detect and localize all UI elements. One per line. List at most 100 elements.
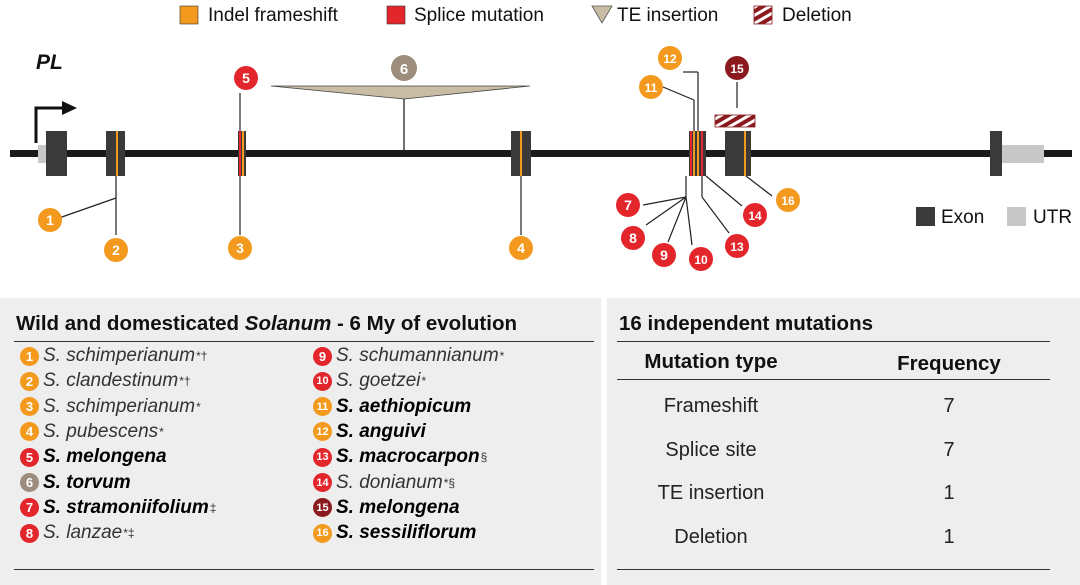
species-name: S. schimperianum bbox=[43, 345, 196, 366]
summary-panel-title: 16 independent mutations bbox=[619, 312, 873, 335]
summary-header-rule bbox=[617, 379, 1050, 380]
legend-deletion-swatch bbox=[753, 5, 773, 25]
species-name: S. macrocarpon bbox=[336, 446, 480, 468]
legend-utr-label: UTR bbox=[1033, 207, 1072, 228]
legend-exon-swatch bbox=[916, 207, 935, 226]
mutation-marker-10: 10 bbox=[689, 247, 713, 271]
species-number-badge: 5 bbox=[20, 447, 39, 467]
species-panel-title: Wild and domesticated Solanum - 6 My of … bbox=[16, 312, 517, 335]
table-row-te-freq: 1 bbox=[943, 482, 955, 504]
svg-text:2: 2 bbox=[112, 242, 120, 258]
species-name: S. melongena bbox=[43, 446, 167, 468]
svg-text:1: 1 bbox=[46, 212, 54, 228]
species-number-badge: 6 bbox=[20, 473, 39, 492]
svg-text:10: 10 bbox=[694, 253, 708, 267]
exon-2 bbox=[106, 131, 125, 176]
promoter-arrowhead-icon bbox=[62, 101, 77, 115]
table-row-splice-freq: 7 bbox=[943, 439, 955, 461]
mutation-marker-14: 14 bbox=[743, 203, 767, 227]
species-name: S. sessiliflorum bbox=[336, 522, 477, 544]
species-panel-title-genus: Solanum bbox=[244, 312, 332, 335]
species-number-badge: 2 bbox=[20, 371, 39, 391]
species-number-badge: 12 bbox=[313, 422, 332, 442]
mutation-marker-5: 5 bbox=[234, 66, 258, 90]
svg-text:13: 13 bbox=[730, 240, 744, 254]
mark-indel-2 bbox=[116, 131, 118, 176]
legend-splice-label: Splice mutation bbox=[414, 5, 544, 26]
mark-indel-3 bbox=[242, 131, 244, 176]
svg-text:4: 4 bbox=[517, 240, 525, 256]
species-number-badge: 8 bbox=[20, 523, 39, 543]
mark-indel-16 bbox=[744, 131, 746, 176]
mutation-marker-13: 13 bbox=[725, 234, 749, 258]
exon-7 bbox=[990, 131, 1002, 176]
mark-indel-12 bbox=[697, 131, 699, 176]
species-name: S. anguivi bbox=[336, 420, 426, 442]
table-row-te-type: TE insertion bbox=[657, 482, 765, 504]
svg-text:12: 12 bbox=[663, 52, 677, 66]
species-name: S. schimperianum bbox=[43, 395, 196, 417]
table-row-deletion-freq: 1 bbox=[943, 526, 955, 548]
species-number-badge: 15 bbox=[313, 498, 332, 518]
te-insertion-triangle bbox=[270, 85, 531, 100]
legend-splice-swatch bbox=[386, 5, 406, 25]
utr-5prime bbox=[38, 145, 49, 163]
species-name: S. schumannianum bbox=[336, 345, 499, 366]
species-number-badge: 1 bbox=[20, 346, 39, 366]
svg-text:16: 16 bbox=[781, 194, 795, 208]
species-number-badge: 16 bbox=[313, 523, 332, 543]
legend-indel-swatch bbox=[179, 5, 199, 25]
legend-deletion-label: Deletion bbox=[782, 5, 852, 26]
species-name: S. aethiopicum bbox=[336, 395, 472, 417]
mark-splice-13 bbox=[701, 131, 703, 176]
svg-text:6: 6 bbox=[400, 61, 408, 78]
mutation-marker-11: 11 bbox=[639, 75, 663, 99]
species-name: S. torvum bbox=[43, 471, 131, 493]
species-name: S. stramoniifolium bbox=[43, 496, 209, 518]
species-panel-bottom-rule bbox=[14, 569, 594, 570]
species-panel: Wild and domesticated Solanum - 6 My of … bbox=[0, 298, 601, 585]
promoter-arrow-icon bbox=[34, 106, 64, 143]
species-name: S. lanzae bbox=[43, 522, 123, 544]
mutation-marker-16: 16 bbox=[776, 188, 800, 212]
species-number-badge: 7 bbox=[20, 498, 39, 518]
gene-label: PL bbox=[36, 51, 63, 74]
table-row-splice-type: Splice site bbox=[665, 439, 757, 461]
mark-splice-7 bbox=[690, 131, 692, 176]
svg-text:14: 14 bbox=[748, 209, 762, 223]
species-number-badge: 13 bbox=[313, 447, 332, 467]
legend-indel-label: Indel frameshift bbox=[208, 5, 339, 26]
table-row-frameshift-type: Frameshift bbox=[663, 395, 759, 417]
species-number-badge: 4 bbox=[20, 422, 39, 442]
mutation-marker-4: 4 bbox=[509, 236, 533, 260]
summary-panel: 16 independent mutations Mutation type F… bbox=[607, 298, 1080, 585]
species-number-badge: 14 bbox=[313, 473, 332, 492]
mutation-marker-3: 3 bbox=[228, 236, 252, 260]
mutation-marker-15: 15 bbox=[725, 56, 749, 80]
mutation-marker-9: 9 bbox=[652, 243, 676, 267]
exon-1 bbox=[46, 131, 67, 176]
species-number-badge: 11 bbox=[313, 397, 332, 417]
svg-text:5: 5 bbox=[242, 70, 250, 86]
exon-6 bbox=[725, 131, 751, 176]
deletion-bar bbox=[714, 114, 756, 128]
legend-utr-swatch bbox=[1007, 207, 1026, 226]
gene-structure-diagram: Indel frameshift Splice mutation TE inse… bbox=[10, 5, 1072, 271]
species-number-badge: 3 bbox=[20, 397, 39, 417]
mutation-marker-12: 12 bbox=[658, 46, 682, 70]
mark-splice-5 bbox=[239, 131, 241, 176]
svg-text:7: 7 bbox=[624, 197, 632, 213]
legend-exon-label: Exon bbox=[941, 207, 984, 228]
